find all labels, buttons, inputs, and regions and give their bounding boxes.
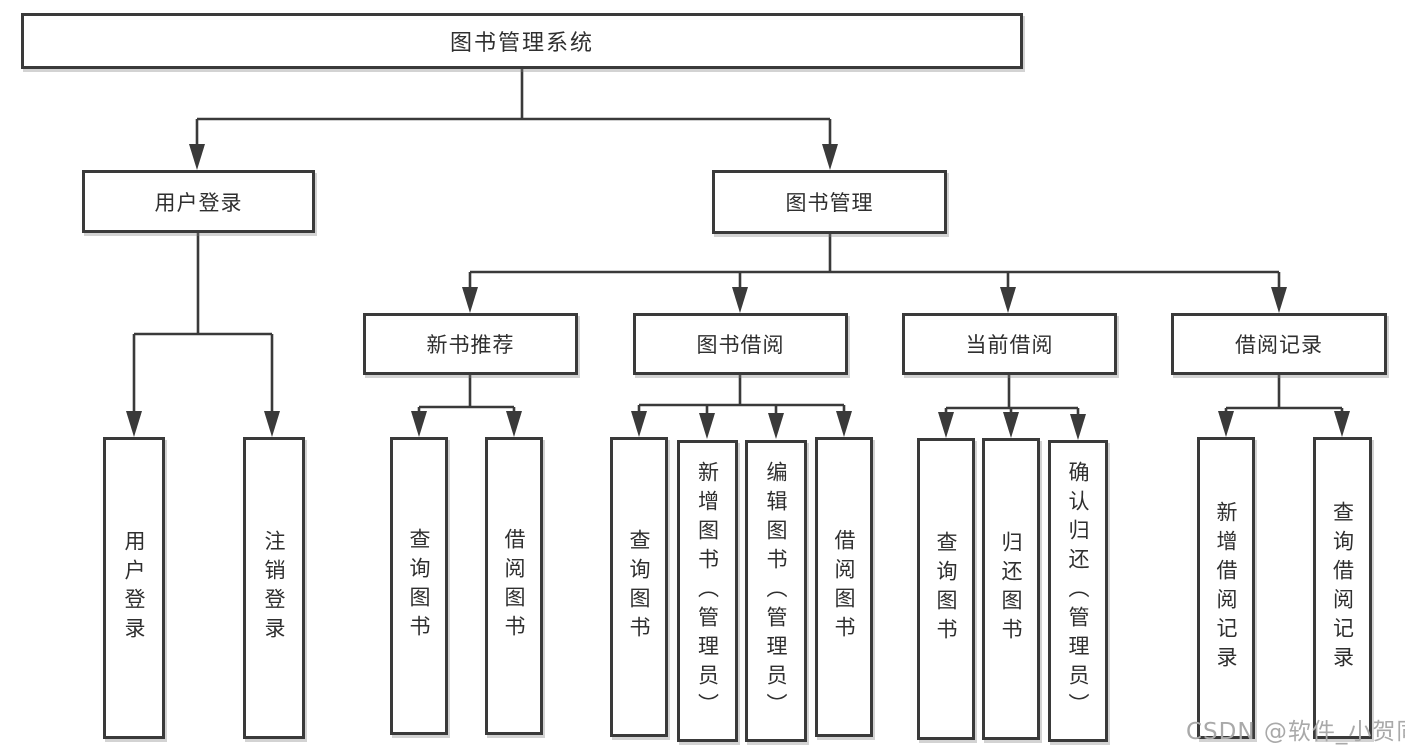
leaf-query-borrow-record: 查询借阅记录 — [1313, 437, 1372, 739]
leaf-add-book-admin: 新增图书（管理员） — [677, 440, 738, 742]
leaf-query-book-recommend: 查询图书 — [390, 437, 448, 735]
leaf-logout: 注销登录 — [243, 437, 305, 739]
node-label: 图书管理系统 — [449, 31, 594, 56]
leaf-query-book-current: 查询图书 — [917, 438, 975, 740]
node-label: 编辑图书（管理员） — [764, 460, 788, 722]
leaf-borrow-book-recommend: 借阅图书 — [485, 437, 543, 735]
node-label: 图书借阅 — [696, 333, 785, 357]
node-label: 新增图书（管理员） — [695, 460, 720, 722]
node-label: 图书管理 — [785, 191, 874, 215]
node-label: 用户登录 — [122, 530, 146, 646]
node-label: 查询借阅记录 — [1330, 501, 1355, 675]
node-book-management: 图书管理 — [712, 170, 947, 234]
node-label: 借阅记录 — [1235, 333, 1323, 357]
node-label: 新增借阅记录 — [1214, 501, 1238, 675]
node-label: 借阅图书 — [502, 528, 526, 644]
node-label: 用户登录 — [154, 190, 243, 215]
node-user-login: 用户登录 — [82, 170, 315, 233]
leaf-query-book-borrow: 查询图书 — [610, 437, 668, 737]
node-book-borrow: 图书借阅 — [633, 313, 848, 375]
node-label: 查询图书 — [627, 529, 651, 645]
node-label: 确认归还（管理员） — [1066, 460, 1090, 722]
leaf-return-book: 归还图书 — [982, 438, 1040, 740]
node-label: 借阅图书 — [832, 529, 856, 645]
node-label: 归还图书 — [999, 531, 1023, 647]
leaf-edit-book-admin: 编辑图书（管理员） — [745, 440, 807, 742]
node-label: 查询图书 — [407, 528, 431, 644]
node-label: 注销登录 — [262, 530, 286, 646]
node-borrow-records: 借阅记录 — [1171, 313, 1387, 375]
node-new-book-recommend: 新书推荐 — [363, 313, 578, 375]
node-current-borrow: 当前借阅 — [902, 313, 1117, 375]
leaf-confirm-return-admin: 确认归还（管理员） — [1048, 440, 1108, 742]
node-label: 新书推荐 — [426, 333, 515, 357]
csdn-watermark: CSDN @软件_小贺同学 — [1186, 719, 1405, 745]
node-label: 查询图书 — [934, 531, 958, 647]
node-label: 当前借阅 — [965, 333, 1054, 357]
leaf-borrow-book: 借阅图书 — [815, 437, 873, 737]
node-root-system: 图书管理系统 — [21, 13, 1023, 69]
leaf-user-login: 用户登录 — [103, 437, 165, 739]
leaf-add-borrow-record: 新增借阅记录 — [1197, 437, 1255, 739]
